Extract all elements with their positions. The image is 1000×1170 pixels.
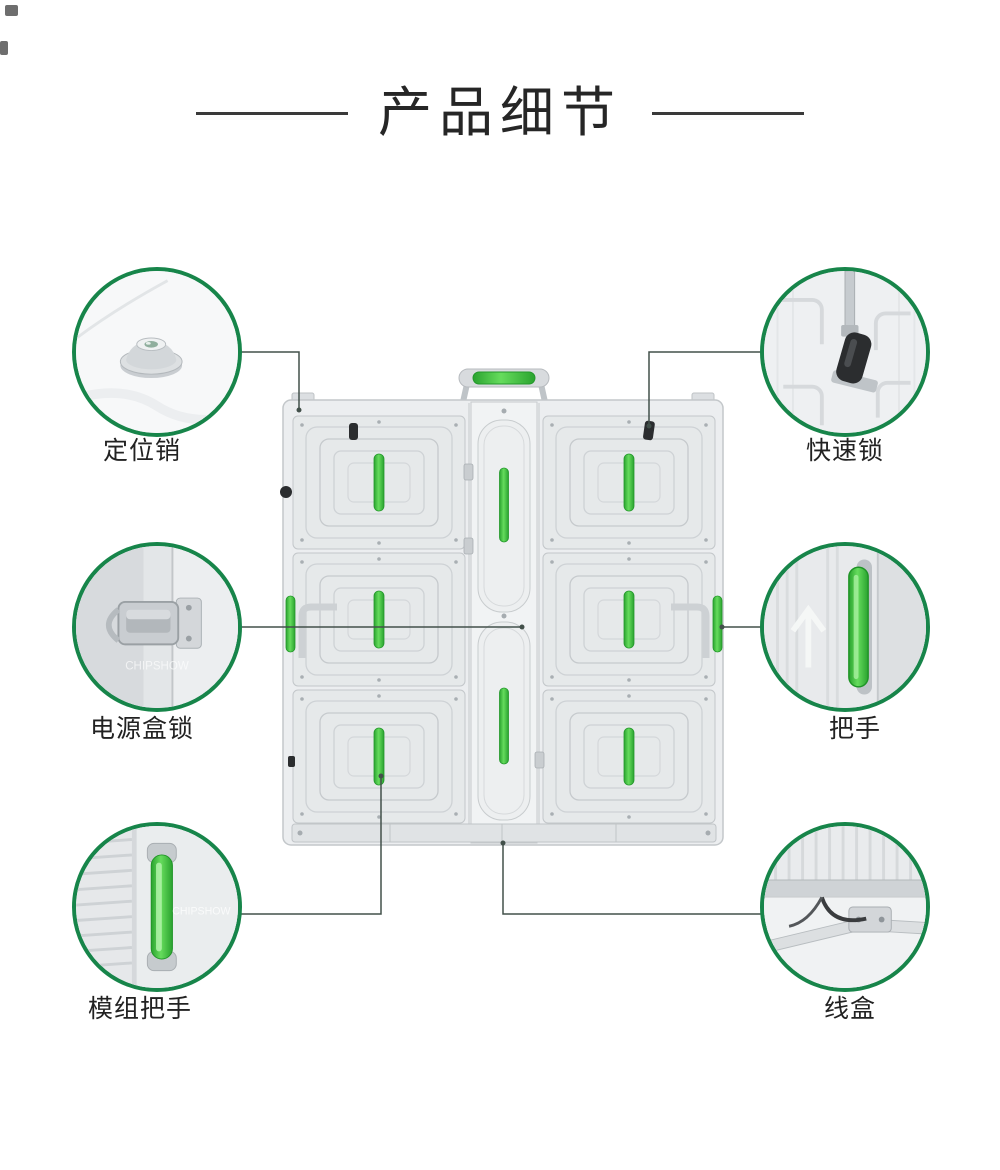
section-header: 产品细节 bbox=[0, 82, 1000, 144]
edge-handle bbox=[285, 595, 296, 653]
quick-lock-fitting bbox=[643, 420, 655, 441]
bottom-rail bbox=[291, 823, 717, 843]
spine-hinge bbox=[463, 537, 474, 555]
top-handle-bar bbox=[458, 368, 550, 388]
module-handle-photo: CHIPSHOW bbox=[76, 826, 238, 988]
spine-hinge bbox=[463, 463, 474, 481]
quick-lock-photo bbox=[764, 271, 926, 433]
callout-quick-lock bbox=[760, 267, 930, 437]
callout-handle bbox=[760, 542, 930, 712]
connector-dots bbox=[296, 407, 725, 846]
corner-artifact bbox=[0, 41, 8, 55]
led-module bbox=[292, 689, 466, 824]
top-handle-legs bbox=[460, 374, 548, 403]
watermark-text: CHIPSHOW bbox=[172, 906, 230, 918]
arrow-up-icon bbox=[790, 604, 827, 668]
label-power-box-lock: 电源盒锁 bbox=[89, 715, 194, 743]
label-wire-box: 线盒 bbox=[823, 995, 876, 1023]
label-quick-lock: 快速锁 bbox=[805, 437, 884, 465]
led-module bbox=[542, 689, 716, 824]
title-rule-left bbox=[196, 111, 348, 115]
top-handle-grip bbox=[472, 371, 536, 385]
page-title: 产品细节 bbox=[378, 83, 622, 143]
cabinet-panel bbox=[280, 368, 724, 846]
wire-box-photo bbox=[764, 826, 926, 988]
positioning-pin-photo bbox=[76, 271, 238, 433]
connector-lines bbox=[240, 351, 761, 915]
handle-photo bbox=[764, 546, 926, 708]
callout-wire-box bbox=[760, 822, 930, 992]
positioning-pin-fitting bbox=[349, 423, 358, 440]
callout-module-handle: CHIPSHOW bbox=[72, 822, 242, 992]
power-box-lock-photo: CHIPSHOW bbox=[76, 546, 238, 708]
label-positioning-pin: 定位销 bbox=[102, 437, 181, 465]
edge-handle bbox=[712, 595, 723, 653]
label-handle: 把手 bbox=[828, 715, 881, 743]
cable bbox=[820, 896, 867, 923]
label-module-handle: 模组把手 bbox=[87, 995, 192, 1023]
callout-positioning-pin bbox=[72, 267, 242, 437]
watermark-text: CHIPSHOW bbox=[125, 660, 189, 672]
cable bbox=[788, 896, 824, 928]
led-module bbox=[292, 552, 466, 687]
callout-power-box-lock: CHIPSHOW bbox=[72, 542, 242, 712]
corner-artifact bbox=[5, 5, 18, 16]
title-rule-right bbox=[652, 111, 804, 115]
led-module bbox=[542, 415, 716, 550]
center-spine bbox=[470, 401, 538, 844]
spine-hinge bbox=[534, 751, 545, 769]
led-module bbox=[542, 552, 716, 687]
led-module bbox=[292, 415, 466, 550]
